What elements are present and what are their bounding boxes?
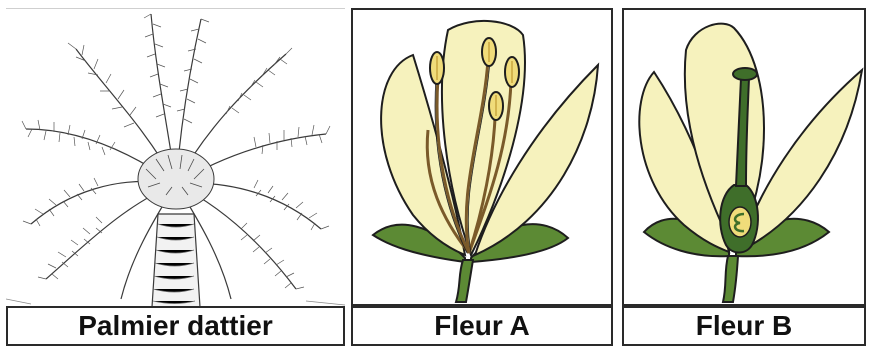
panel-label-palmier: Palmier dattier [6, 306, 345, 346]
flower-a-panel [351, 8, 613, 306]
male-flower-drawing [353, 10, 611, 304]
palm-tree-drawing [6, 9, 345, 307]
fleur-b-label: Fleur B [696, 310, 792, 342]
female-flower-drawing [624, 10, 864, 304]
flower-b-panel [622, 8, 866, 306]
palm-panel [6, 8, 345, 306]
panel-label-fleur-b: Fleur B [622, 306, 866, 346]
palmier-label: Palmier dattier [78, 310, 273, 342]
fleur-a-label: Fleur A [434, 310, 529, 342]
panel-label-fleur-a: Fleur A [351, 306, 613, 346]
